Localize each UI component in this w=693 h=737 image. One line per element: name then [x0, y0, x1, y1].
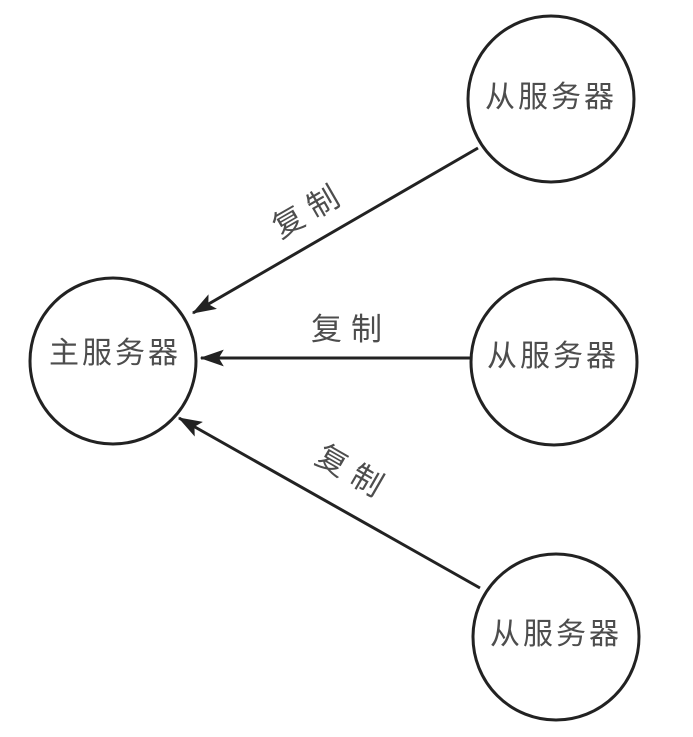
slave-server-circle-bottom	[471, 552, 641, 722]
edge-label-replicate-top: 复制	[266, 175, 353, 246]
master-server-label: 主服务器	[49, 336, 181, 371]
slave-server-node-top: 从服务器	[466, 14, 636, 184]
slave-server-node-bottom: 从服务器	[471, 552, 641, 722]
edge-label-replicate-middle: 复制	[311, 312, 391, 348]
master-server-node: 主服务器	[28, 276, 198, 446]
slave-server-circle-top	[466, 14, 636, 184]
slave-server-label-middle: 从服务器	[487, 339, 619, 374]
replication-arrow-bottom	[177, 416, 481, 590]
slave-server-label-top: 从服务器	[485, 80, 617, 115]
slave-server-circle-middle	[469, 277, 639, 447]
slave-server-label-bottom: 从服务器	[490, 617, 622, 652]
replication-arrow-top	[191, 146, 479, 315]
master-server-circle	[28, 276, 198, 446]
slave-server-node-middle: 从服务器	[469, 277, 639, 447]
